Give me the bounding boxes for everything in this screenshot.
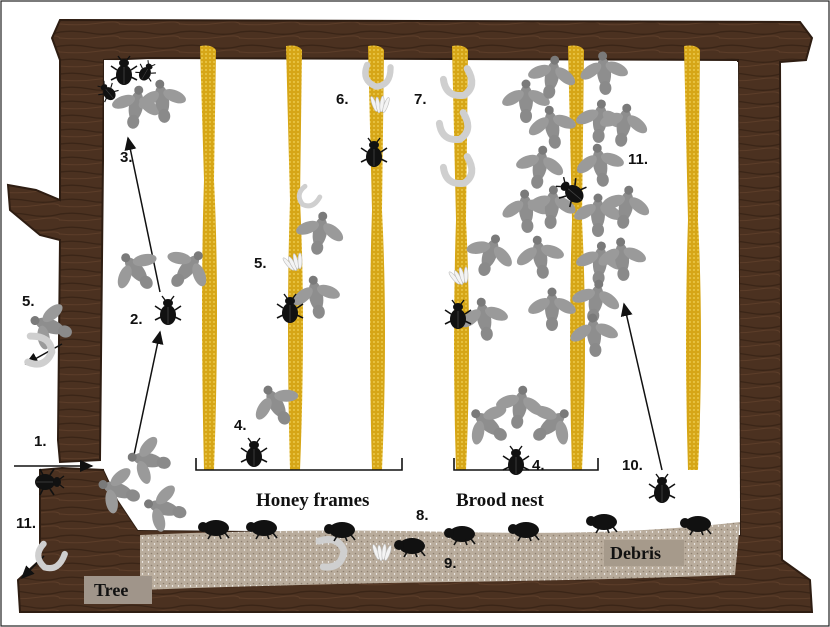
step-label: 4.	[234, 417, 247, 434]
step-label: 11.	[16, 515, 36, 532]
debris-caption: Debris	[610, 543, 661, 563]
step-label: 6.	[336, 91, 349, 108]
step-label: 9.	[444, 555, 457, 572]
step-label: 1.	[34, 433, 47, 450]
step-label: 7.	[414, 91, 427, 108]
brood-nest-caption: Brood nest	[456, 490, 544, 511]
step-label: 10.	[622, 457, 643, 474]
step-label: 4.	[532, 457, 545, 474]
honey-frames-caption: Honey frames	[256, 490, 369, 511]
step-label: 8.	[416, 507, 429, 524]
step-label: 5.	[254, 255, 267, 272]
step-label: 3.	[120, 149, 133, 166]
step-label: 5.	[22, 293, 35, 310]
tree-caption: Tree	[94, 580, 128, 600]
larva-icon	[26, 335, 54, 366]
step-label: 2.	[130, 311, 143, 328]
step-label: 11.	[628, 151, 648, 168]
